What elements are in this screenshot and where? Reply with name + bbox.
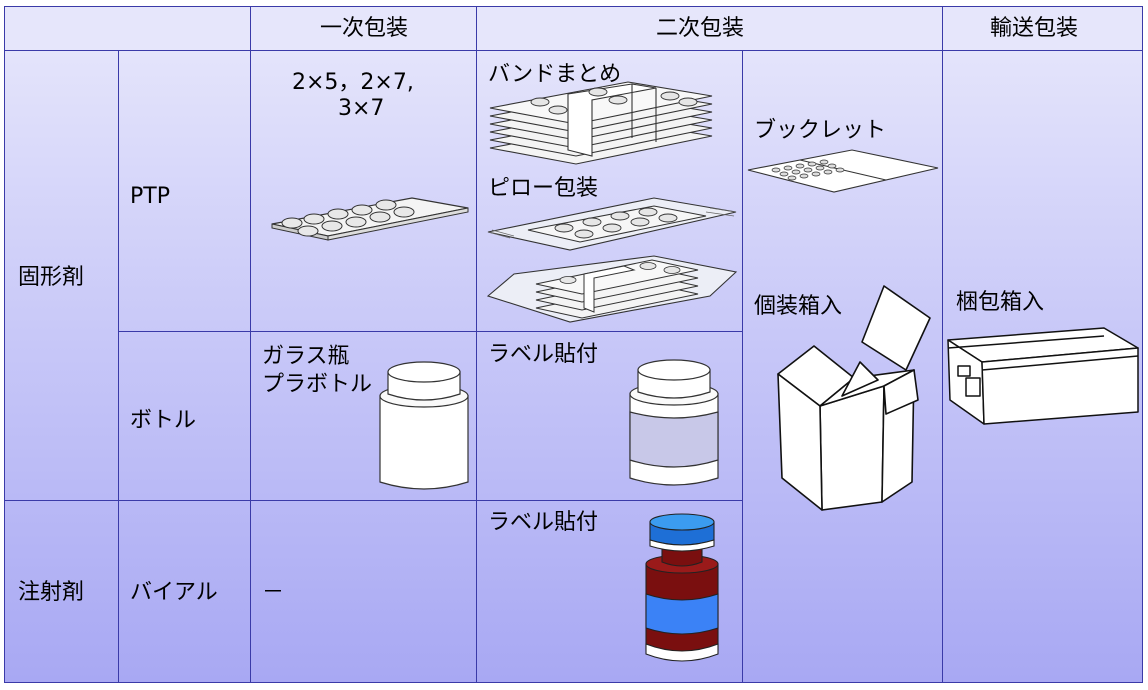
grid-line — [250, 6, 251, 683]
banded-blister-stack-icon — [489, 81, 713, 165]
grid-line — [4, 50, 1143, 51]
bottle-icon — [379, 361, 469, 490]
row-injection-label: 注射剤 — [18, 580, 85, 605]
pillow-pack-icon — [487, 197, 737, 251]
grid-line — [118, 50, 119, 683]
vial-primary-dash: － — [262, 580, 285, 605]
labeled-bottle-icon — [629, 359, 719, 486]
booklet-label: ブックレット — [754, 118, 887, 143]
pillow-pack-stack-icon — [486, 255, 738, 323]
booklet-icon — [747, 149, 939, 193]
header-transport: 輸送包装 — [990, 16, 1079, 41]
bottle-material-line1: ガラス瓶 — [262, 344, 350, 369]
header-secondary: 二次包装 — [656, 16, 745, 41]
carton-label: 個装箱入 — [754, 294, 843, 319]
row-solid-label: 固形剤 — [18, 265, 85, 290]
grid-line — [476, 6, 477, 683]
ptp-sizes-line1: 2×5，2×7, — [292, 70, 414, 95]
band-label: バンドまとめ — [488, 62, 622, 87]
ptp-blister-icon — [271, 197, 469, 241]
row-bottle-label: ボトル — [130, 408, 197, 433]
header-primary: 一次包装 — [320, 16, 409, 41]
bottle-material-line2: プラボトル — [262, 372, 373, 397]
carton-box-icon — [777, 285, 931, 511]
shipping-box-icon — [947, 327, 1139, 425]
grid-line — [4, 682, 1143, 683]
row-ptp-label: PTP — [130, 184, 170, 209]
pillow-label: ピロー包装 — [488, 176, 599, 201]
grid-line — [118, 331, 742, 332]
ptp-sizes-line2: 3×7 — [338, 96, 385, 121]
vial-icon — [645, 513, 719, 662]
row-vial-label: バイアル — [130, 580, 218, 605]
grid-line — [4, 6, 5, 683]
header-row — [4, 6, 1143, 50]
grid-line — [1142, 6, 1143, 683]
label-bottle-label: ラベル貼付 — [488, 342, 599, 367]
case-label: 梱包箱入 — [956, 290, 1045, 315]
grid-line — [4, 500, 742, 501]
grid-line — [942, 6, 943, 683]
grid-line — [742, 50, 743, 683]
label-vial-label: ラベル貼付 — [488, 510, 599, 535]
grid-line — [4, 6, 1143, 7]
